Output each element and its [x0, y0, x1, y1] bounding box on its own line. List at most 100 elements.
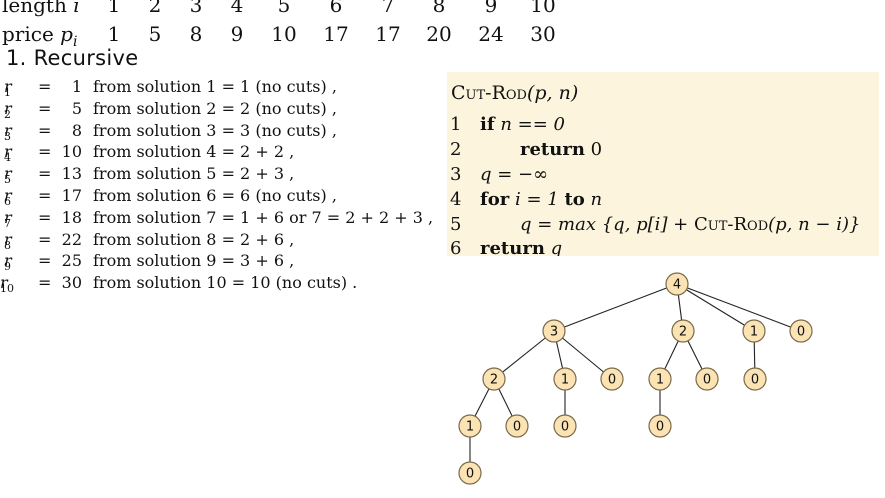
revenue-value: 5: [71, 98, 82, 118]
length-cell-9: 9: [484, 0, 498, 17]
tree-node-label: 3: [550, 325, 558, 340]
tree-node: 2: [671, 319, 695, 343]
tree-node-label: 2: [490, 373, 498, 388]
tree-node-label: 0: [656, 420, 664, 435]
tree-node-circle: [648, 367, 672, 391]
revenue-value: 22: [61, 229, 82, 249]
length-cell-1: 1: [107, 0, 121, 17]
tree-node-label: 0: [703, 373, 711, 388]
price-cell-10: 30: [530, 22, 556, 46]
tree-node: 0: [600, 367, 624, 391]
tree-edge: [676, 283, 755, 332]
tree-node-label: 1: [561, 373, 569, 388]
tree-edge: [553, 283, 678, 332]
tree-node-label: 0: [797, 325, 805, 340]
tree-node-circle: [600, 367, 624, 391]
tree-node-circle: [742, 319, 766, 343]
revenue-value: 25: [61, 251, 82, 271]
length-cell-7: 7: [381, 0, 395, 17]
section-heading: 1. Recursive: [6, 46, 139, 70]
tree-node-label: 1: [750, 325, 758, 340]
tree-node: 0: [743, 367, 767, 391]
tree-edge: [553, 330, 613, 380]
tree-node: 4: [665, 272, 689, 296]
length-cell-10: 10: [530, 0, 556, 17]
solution-description: from solution 6 = 6 (no cuts) ,: [93, 186, 337, 205]
price-cell-9: 24: [478, 22, 504, 46]
tree-node-label: 4: [673, 278, 681, 293]
tree-edge: [493, 330, 555, 380]
tree-node-circle: [648, 414, 672, 438]
tree-node: 2: [482, 367, 506, 391]
price-cell-6: 17: [323, 22, 349, 46]
price-cell-5: 10: [271, 22, 297, 46]
tree-node-circle: [671, 319, 695, 343]
price-cell-3: 8: [189, 22, 203, 46]
length-cell-4: 4: [230, 0, 244, 17]
length-cell-2: 2: [148, 0, 162, 17]
length-label: length i: [2, 0, 80, 17]
tree-edge: [676, 283, 802, 332]
solution-description: from solution 10 = 10 (no cuts) .: [93, 273, 358, 293]
tree-node: 0: [695, 367, 719, 391]
solution-description: from solution 8 = 2 + 6 ,: [93, 229, 295, 249]
tree-node-circle: [542, 319, 566, 343]
equals-sign: =: [38, 229, 52, 249]
equals-sign: =: [38, 142, 52, 162]
length-cell-8: 8: [432, 0, 446, 17]
tree-node: 0: [505, 414, 529, 438]
solution-description: from solution 3 = 3 (no cuts) ,: [93, 120, 337, 140]
tree-node-circle: [665, 272, 689, 296]
tree-node-circle: [553, 367, 577, 391]
tree-node-circle: [695, 367, 719, 391]
price-cell-1: 1: [107, 22, 121, 46]
tree-node-circle: [458, 414, 482, 438]
revenue-value: 13: [61, 164, 82, 184]
tree-node-label: 1: [656, 373, 664, 388]
tree-node: 1: [553, 367, 577, 391]
revenue-value: 10: [61, 142, 82, 162]
tree-node-label: 2: [679, 325, 687, 340]
equals-sign: =: [38, 120, 52, 140]
equals-sign: =: [38, 77, 52, 96]
tree-node: 0: [458, 461, 482, 485]
equals-sign: =: [38, 251, 52, 271]
tree-node-label: 0: [466, 467, 474, 482]
equals-sign: =: [38, 186, 52, 205]
tree-node: 1: [458, 414, 482, 438]
tree-node-label: 1: [466, 420, 474, 435]
tree-node: 1: [648, 367, 672, 391]
price-label: price pi: [2, 22, 78, 50]
length-cell-3: 3: [189, 0, 203, 17]
tree-node: 1: [742, 319, 766, 343]
revenue-value: 18: [61, 207, 82, 227]
solution-description: from solution 1 = 1 (no cuts) ,: [93, 77, 337, 96]
pseudocode-box: Cut-Rod(p, n) 1 if n == 0 2 return 0 3 q…: [447, 72, 879, 256]
tree-node-circle: [505, 414, 529, 438]
price-cell-8: 20: [426, 22, 452, 46]
tree-node-circle: [743, 367, 767, 391]
tree-node-label: 0: [608, 373, 616, 388]
price-cell-2: 5: [148, 22, 162, 46]
tree-node-circle: [482, 367, 506, 391]
revenue-value: 17: [61, 186, 82, 205]
length-cell-6: 6: [329, 0, 343, 17]
tree-node-label: 0: [513, 420, 521, 435]
length-cell-5: 5: [277, 0, 291, 17]
procedure-title: Cut-Rod(p, n): [451, 82, 579, 104]
price-cell-4: 9: [230, 22, 244, 46]
solution-description: from solution 7 = 1 + 6 or 7 = 2 + 2 + 3…: [93, 207, 434, 227]
tree-node-label: 0: [751, 373, 759, 388]
tree-node-circle: [553, 414, 577, 438]
